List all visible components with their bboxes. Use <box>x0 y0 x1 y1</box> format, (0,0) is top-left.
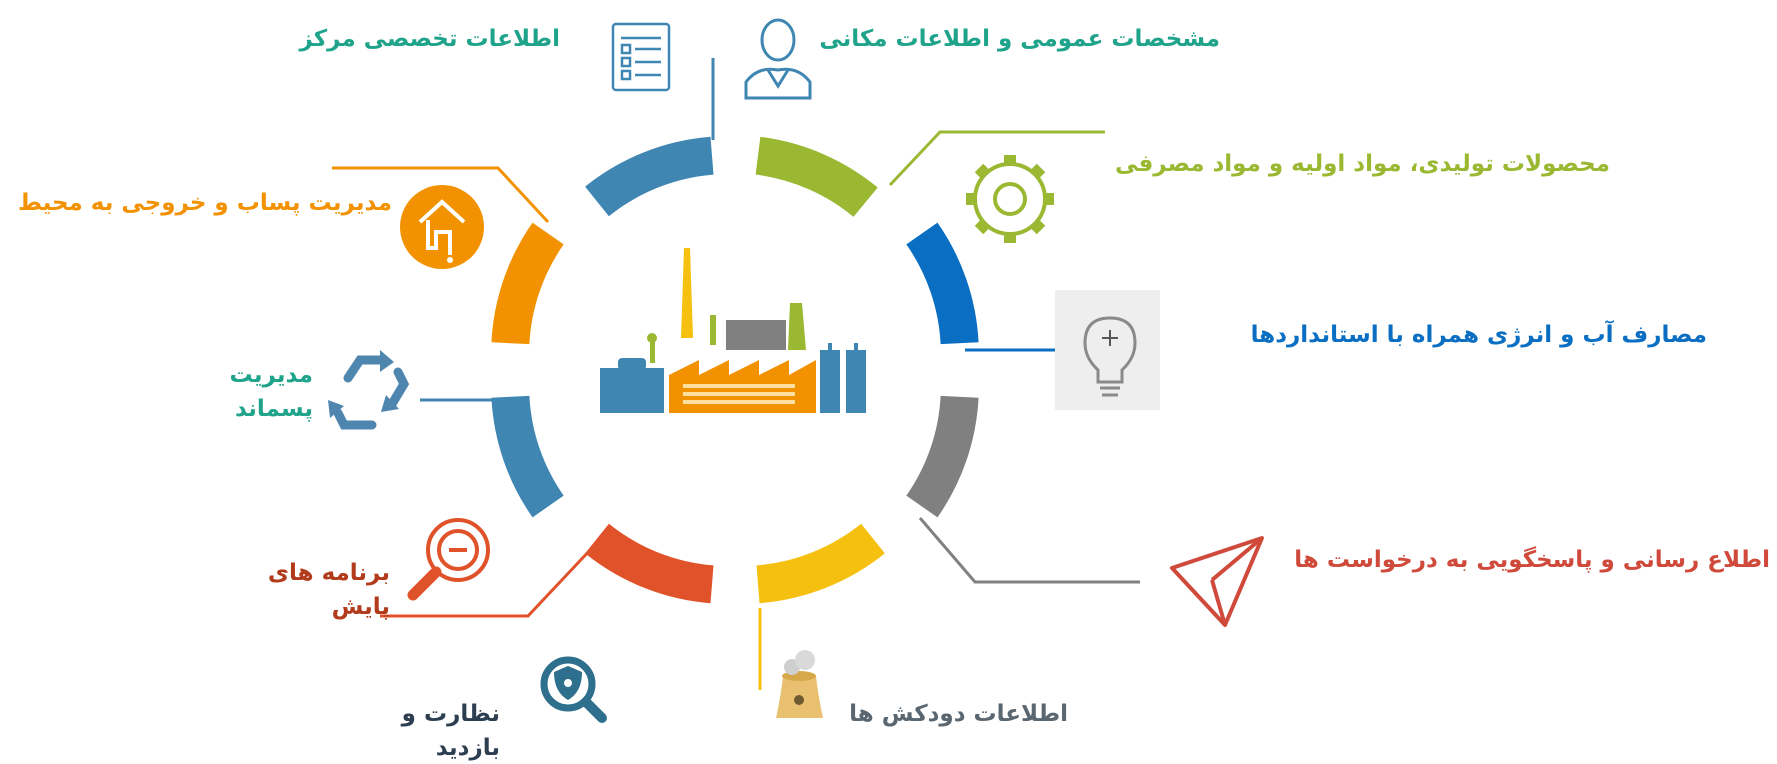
connectors <box>332 58 1140 690</box>
label-stack-info: اطلاعات دودکش ها <box>849 701 1068 727</box>
magnifier-icon <box>407 518 490 601</box>
ring-segment-supervision <box>585 523 714 604</box>
label-supervision: نظارت و بازدید <box>401 701 500 761</box>
label-products: محصولات تولیدی، مواد اولیه و مواد مصرفی <box>1114 151 1610 177</box>
gear-icon <box>966 155 1054 243</box>
label-specialized-info: اطلاعات تخصصی مرکز <box>299 26 560 52</box>
person-icon <box>744 18 812 100</box>
lightbulb-icon <box>1055 290 1160 410</box>
connector-monitoring <box>380 546 594 618</box>
ring-segment-general-specs <box>755 136 878 218</box>
ring-segment-specialized <box>585 136 714 217</box>
label-waste: مدیریت پسماند <box>229 362 313 422</box>
label-water-energy: مصارف آب و انرژی همراه با استانداردها <box>1250 322 1707 348</box>
checklist-icon <box>611 22 671 92</box>
paper-plane-icon <box>1170 536 1264 627</box>
factory-icon <box>600 248 866 413</box>
ring-segment-monitoring <box>491 395 564 518</box>
ring-segment-info-response <box>906 395 979 518</box>
connector-info-response <box>918 517 1140 584</box>
label-info-response: اطلاع رسانی و پاسخگویی به درخواست ها <box>1294 547 1770 573</box>
label-monitoring: برنامه های پایش <box>267 560 390 620</box>
ring <box>491 136 979 604</box>
ring-segment-stack-info <box>756 523 885 604</box>
connector-wastewater <box>332 166 550 224</box>
connector-products <box>888 130 1105 187</box>
ring-segment-water-energy <box>906 222 979 345</box>
house-pipe-icon <box>400 185 484 269</box>
smokestack-icon <box>776 650 823 718</box>
shield-search-icon <box>540 656 607 723</box>
label-general-specs: مشخصات عمومی و اطلاعات مکانی <box>819 26 1220 52</box>
label-wastewater: مدیریت پساب و خروجی به محیط <box>17 190 392 216</box>
recycle-icon <box>328 350 410 430</box>
ring-segment-waste <box>491 222 564 345</box>
